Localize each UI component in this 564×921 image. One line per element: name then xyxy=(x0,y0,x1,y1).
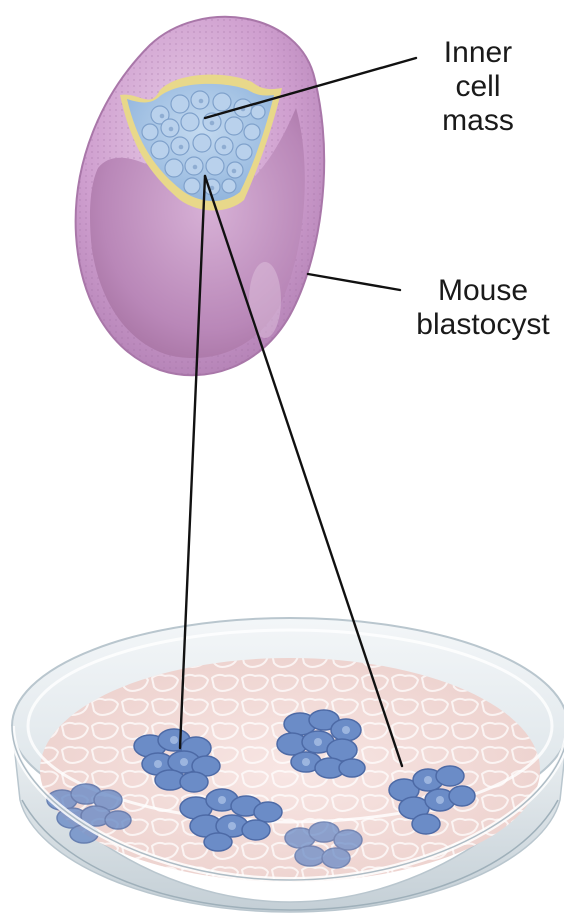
mouse-blastocyst-label: Mouse blastocyst xyxy=(398,274,564,342)
inner-cell-mass-label-line-3: mass xyxy=(418,104,538,138)
inner-cell-mass-label: Inner cell mass xyxy=(418,36,538,138)
petri-dish-illustration xyxy=(12,618,564,912)
mouse-blastocyst-leader-line xyxy=(308,274,400,290)
inner-cell-mass-label-line-2: cell xyxy=(418,70,538,104)
mouse-blastocyst-label-line-1: Mouse xyxy=(398,274,564,308)
mouse-blastocyst-label-line-2: blastocyst xyxy=(398,308,564,342)
inner-cell-mass-label-line-1: Inner xyxy=(418,36,538,70)
blastocyst-illustration xyxy=(76,17,324,375)
